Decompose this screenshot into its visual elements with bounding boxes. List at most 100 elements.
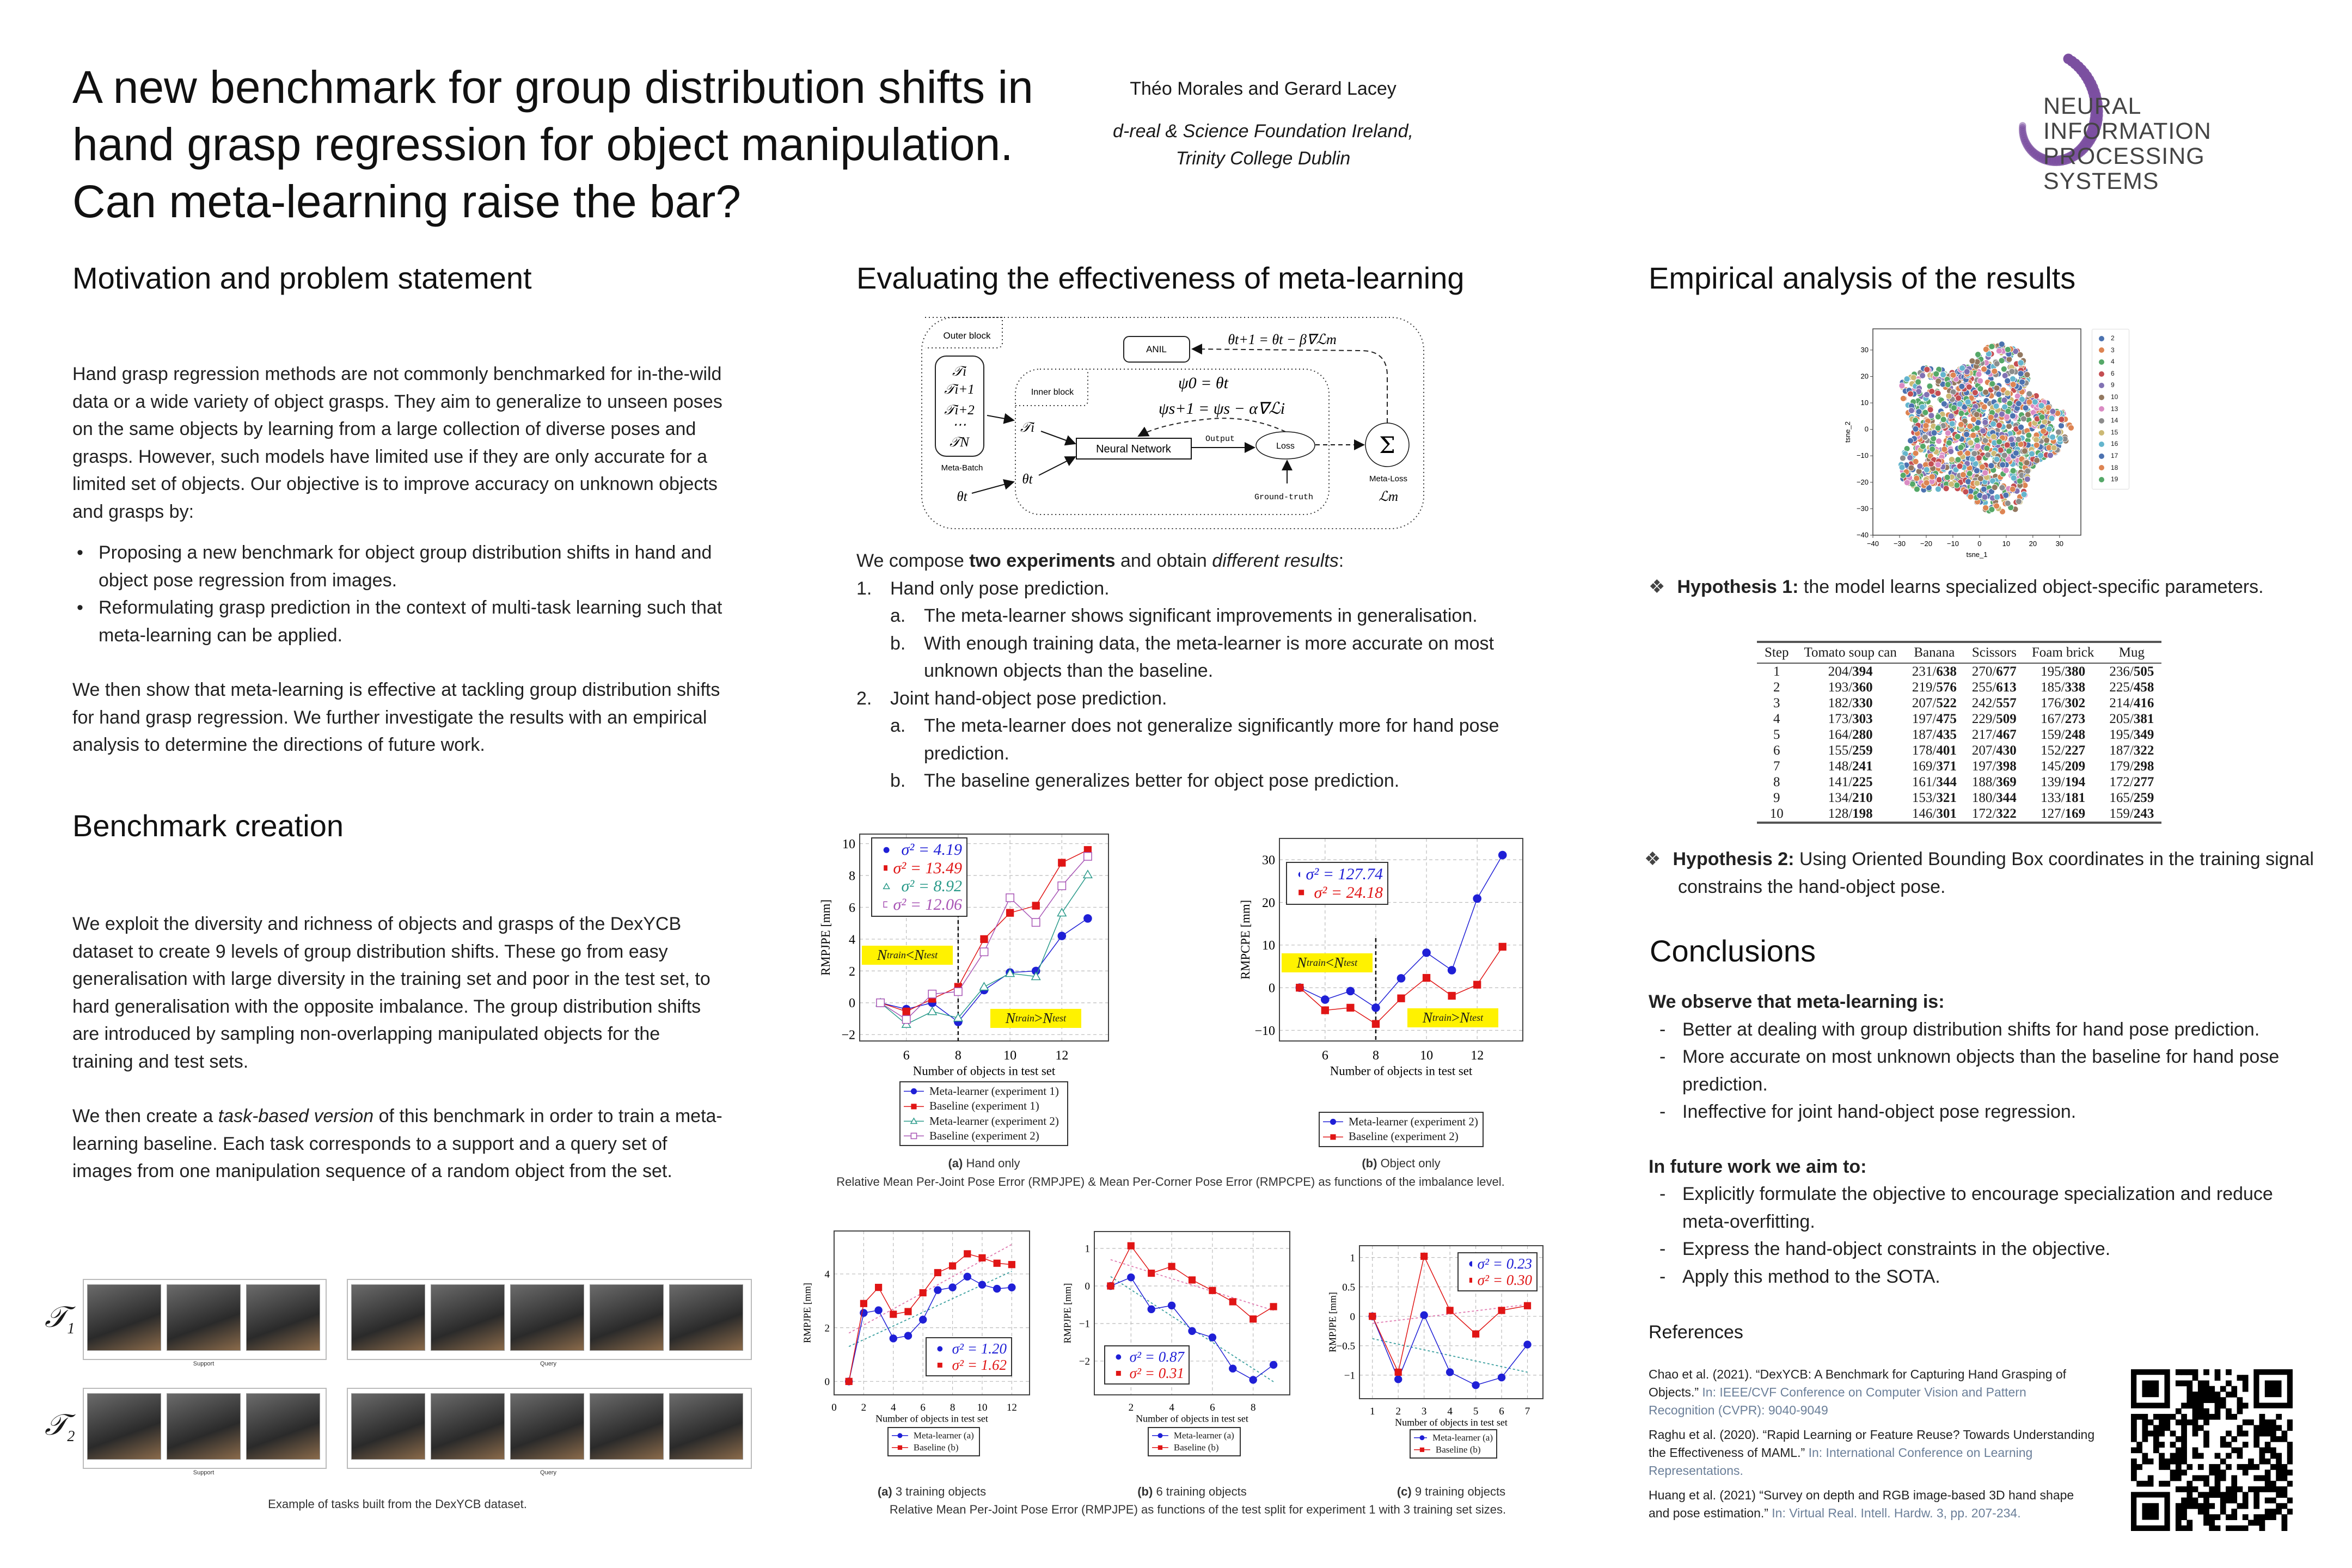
scatter-point	[1998, 341, 2005, 348]
scatter-point	[2022, 405, 2029, 412]
paragraph: We exploit the diversity and richness of…	[72, 914, 710, 1072]
section-heading-motivation: Motivation and problem statement	[72, 261, 532, 295]
scatter-point	[1973, 411, 1980, 418]
scatter-point	[1955, 456, 1962, 463]
data-point	[1208, 1333, 1217, 1342]
legend-entry: Baseline (experiment 1)	[904, 1099, 1064, 1113]
scatter-point	[2017, 370, 2024, 377]
scatter-point	[2009, 486, 2016, 493]
variance-entry: σ² = 0.31	[1110, 1365, 1184, 1381]
text: We then create a	[72, 1106, 218, 1126]
legend-label: 15	[2111, 428, 2118, 436]
subfigure-caption: (b) 6 training objects	[1137, 1485, 1247, 1498]
data-point	[1448, 991, 1456, 1000]
list-item: 2.Joint hand-object pose prediction.a.Th…	[856, 685, 1521, 795]
task-symbol: 𝒯N	[950, 435, 970, 450]
legend-label: Meta-learner (a)	[1432, 1432, 1493, 1443]
scatter-point	[1974, 443, 1981, 450]
y-tick-label: 1	[1085, 1244, 1091, 1255]
legend-marker-icon	[2099, 442, 2104, 448]
list-item-text: Explicitly formulate the objective to en…	[1682, 1184, 2273, 1232]
scatter-point	[1907, 454, 1914, 461]
support-image	[246, 1284, 320, 1351]
section-heading-evaluation: Evaluating the effectiveness of meta-lea…	[856, 261, 1465, 295]
data-point	[1269, 1361, 1278, 1369]
legend-label: 13	[2111, 405, 2118, 413]
legend-marker-icon	[937, 1346, 943, 1352]
legend-marker-icon	[1414, 1435, 1428, 1441]
query-image	[431, 1284, 505, 1351]
data-point	[948, 1283, 957, 1291]
table-cell: 10	[1769, 806, 1784, 821]
table-cell: 242/557	[1971, 696, 2017, 710]
data-point	[1321, 995, 1330, 1004]
data-point	[1168, 1263, 1175, 1270]
qr-code[interactable]	[2131, 1369, 2293, 1531]
scatter-point	[1934, 390, 1941, 397]
table-cell: 133/181	[2041, 791, 2086, 805]
support-image	[87, 1393, 161, 1460]
title-line: A new benchmark for group distribution s…	[72, 62, 1033, 113]
scatter-point	[1981, 403, 1988, 411]
legend-marker-icon	[1323, 1134, 1343, 1140]
scatter-point	[1982, 419, 1989, 426]
data-point	[1148, 1269, 1155, 1277]
scatter-point	[1984, 451, 1992, 458]
list-item-text: Hand only pose prediction.	[890, 578, 1110, 599]
logo-line: PROCESSING SYSTEMS	[2043, 143, 2205, 194]
data-point	[883, 901, 888, 908]
y-tick-label: 0.5	[1342, 1282, 1355, 1293]
series	[876, 846, 1092, 1016]
data-point	[1083, 846, 1092, 854]
y-tick-label: 0	[1350, 1311, 1356, 1322]
data-point	[1394, 1375, 1402, 1383]
sub-list-item: a.The meta-learner does not generalize s…	[890, 712, 1521, 767]
data-point	[897, 1433, 903, 1438]
scatter-point	[1990, 433, 1997, 440]
data-point	[889, 1334, 897, 1343]
scatter-point	[1995, 391, 2002, 398]
task-label-t1: 𝒯1	[45, 1301, 75, 1337]
scatter-point	[1953, 482, 1961, 489]
x-tick-label: 0	[831, 1402, 837, 1413]
data-point	[860, 1300, 867, 1307]
inner-block-boundary	[1015, 369, 1330, 515]
scatter-point	[1944, 381, 1951, 388]
scatter-point	[1975, 419, 1982, 426]
legend-marker-icon	[1298, 890, 1304, 896]
table-cell: 217/467	[1971, 727, 2017, 742]
scatter-point	[1974, 425, 1980, 432]
data-point	[1330, 1119, 1337, 1125]
reference-venue[interactable]: In: International Conference on Learning…	[1649, 1445, 2033, 1478]
logo-text: NEURAL INFORMATION PROCESSING SYSTEMS	[2043, 94, 2314, 194]
data-point	[1167, 1301, 1176, 1310]
scatter-point	[2017, 359, 2024, 366]
scatter-point	[1965, 383, 1973, 390]
legend-entry: 15	[2094, 427, 2127, 439]
scatter-point	[2006, 356, 2013, 363]
psi0-formula: ψ0 = θt	[1178, 374, 1229, 392]
data-point	[1445, 1368, 1454, 1376]
scatter-point	[2001, 372, 2008, 379]
reference-text: Raghu et al. (2020). “Rapid Learning or …	[1649, 1428, 2095, 1460]
query-image	[510, 1284, 584, 1351]
scatter-point	[1969, 358, 1976, 364]
dash-bullet: -	[1659, 1184, 1666, 1204]
list-number: a.	[890, 605, 906, 626]
data-point	[1188, 1327, 1196, 1335]
y-tick-label: −40	[1857, 531, 1869, 539]
dash-bullet: -	[1659, 1101, 1666, 1122]
reference-venue[interactable]: In: Virtual Real. Intell. Hardw. 3, pp. …	[1768, 1506, 2021, 1520]
data-point	[1058, 859, 1066, 867]
table-cell: 7	[1773, 759, 1780, 774]
data-point	[1497, 1373, 1506, 1382]
table-cell: 214/416	[2109, 696, 2154, 710]
scatter-point	[1934, 461, 1941, 468]
reference-venue[interactable]: In: IEEE/CVF Conference on Computer Visi…	[1649, 1385, 2026, 1417]
scatter-point	[1940, 416, 1947, 423]
data-point	[1006, 909, 1014, 917]
